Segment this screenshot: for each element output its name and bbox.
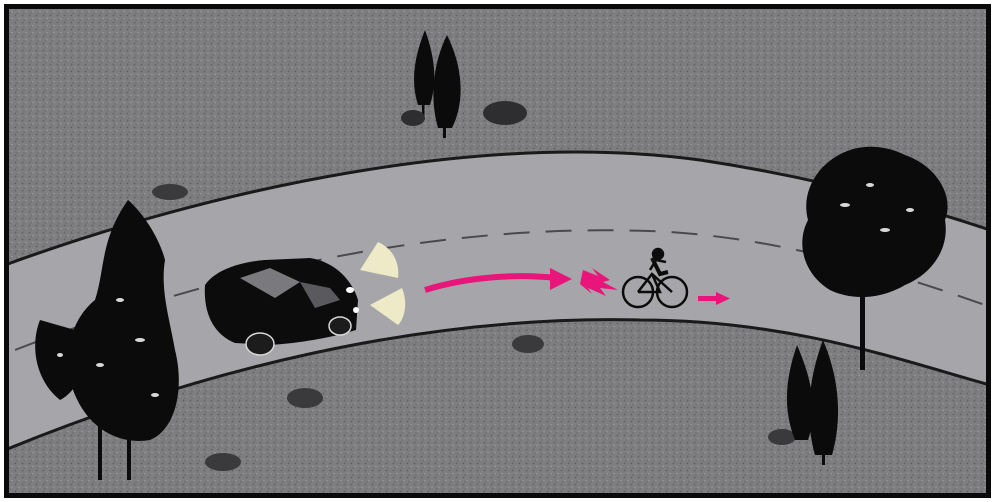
night-curve-road-scene [0, 0, 995, 502]
scene-illustration [0, 0, 995, 502]
